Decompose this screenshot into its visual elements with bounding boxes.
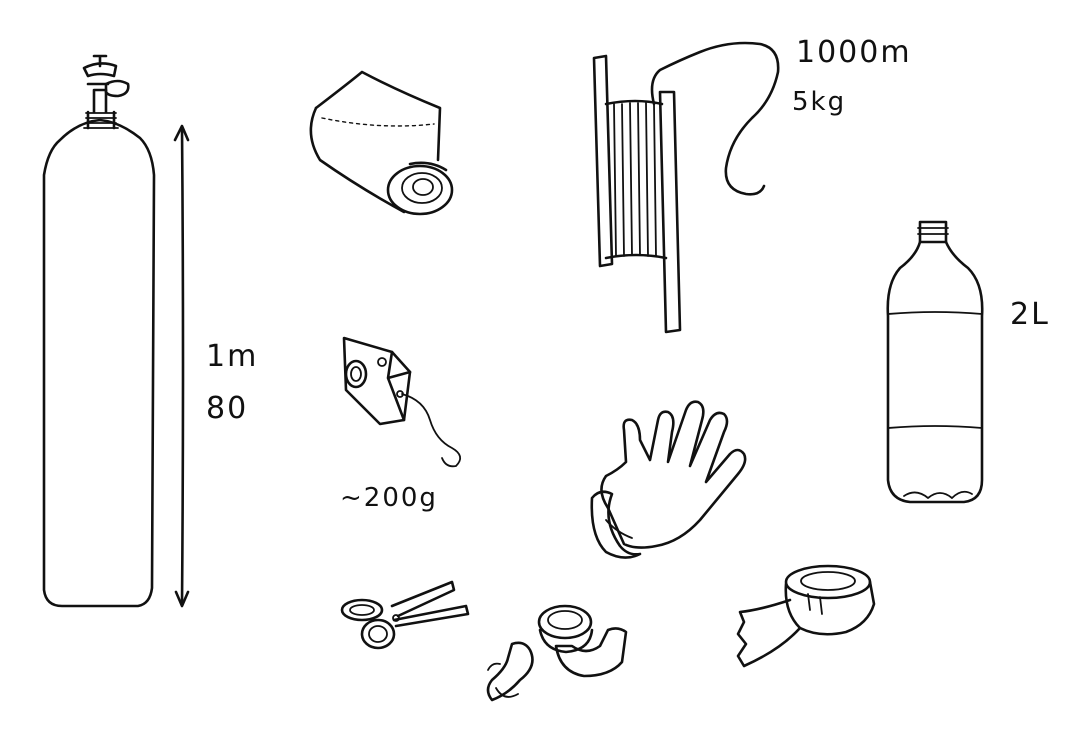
duct-tape-drawing (738, 566, 874, 666)
cylinder-height-label-2: 80 (206, 391, 248, 426)
rope-length-label: 1000m (796, 35, 912, 70)
tape-measure-weight-label: ~200g (340, 483, 438, 513)
plastic-bottle-drawing (888, 222, 982, 502)
scissors-drawing (342, 582, 468, 648)
gas-cylinder-drawing (44, 56, 154, 606)
rolled-bag-drawing (311, 72, 452, 214)
rope-weight-label: 5kg (792, 87, 846, 117)
tape-measure-drawing (344, 338, 460, 466)
cylinder-height-label-1: 1m (206, 339, 258, 374)
rubber-bands-drawing (488, 606, 626, 700)
height-arrow (175, 126, 188, 606)
bottle-volume-label: 2L (1010, 297, 1050, 332)
gloves-drawing (592, 402, 745, 558)
rope-spool-drawing (594, 43, 778, 332)
